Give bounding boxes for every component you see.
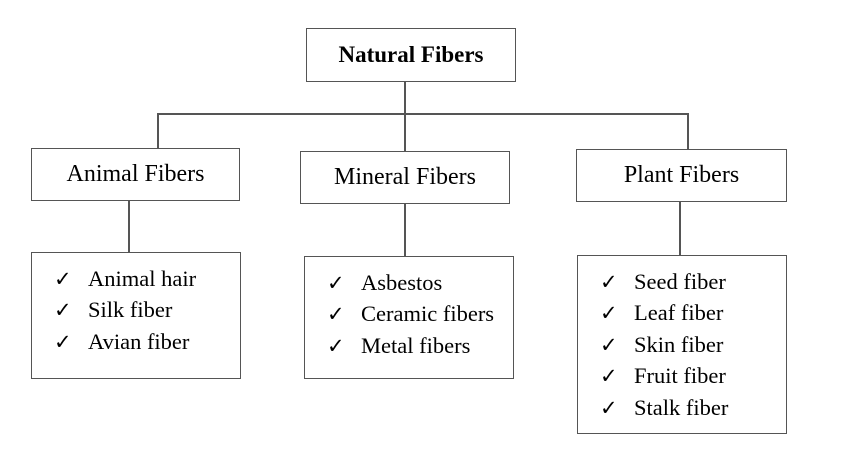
check-icon: ✓ [600, 395, 618, 420]
category-node-animal: Animal Fibers [31, 148, 240, 201]
list-item-label: Ceramic fibers [361, 301, 495, 327]
list-item: ✓ Skin fiber [600, 329, 786, 361]
check-icon: ✓ [600, 269, 618, 294]
list-line-plant [679, 202, 681, 255]
list-item: ✓ Leaf fiber [600, 298, 786, 330]
list-item: ✓ Stalk fiber [600, 392, 786, 424]
list-item-label: Stalk fiber [634, 394, 729, 420]
list-item-label: Animal hair [88, 265, 197, 291]
list-item: ✓ Ceramic fibers [327, 299, 513, 331]
check-icon: ✓ [600, 364, 618, 389]
list-item-label: Asbestos [361, 269, 443, 295]
category-label-mineral: Mineral Fibers [334, 164, 476, 190]
check-icon: ✓ [327, 302, 345, 327]
root-connector-line [404, 82, 406, 114]
list-item: ✓ Metal fibers [327, 330, 513, 362]
list-item: ✓ Avian fiber [54, 326, 240, 358]
list-item: ✓ Animal hair [54, 263, 240, 295]
list-item: ✓ Fruit fiber [600, 361, 786, 393]
check-icon: ✓ [54, 329, 72, 354]
item-list-plant: ✓ Seed fiber ✓ Leaf fiber ✓ Skin fiber ✓ Fru… [577, 255, 787, 434]
category-label-animal: Animal Fibers [66, 161, 205, 187]
check-icon: ✓ [327, 333, 345, 358]
list-item-label: Skin fiber [634, 331, 724, 357]
branch-line-plant [687, 113, 689, 149]
list-item: ✓ Seed fiber [600, 266, 786, 298]
list-item-label: Metal fibers [361, 332, 471, 358]
list-item: ✓ Asbestos [327, 267, 513, 299]
list-item-label: Avian fiber [88, 328, 190, 354]
root-node-natural-fibers: Natural Fibers [306, 28, 516, 82]
category-label-plant: Plant Fibers [623, 162, 740, 188]
root-node-label: Natural Fibers [338, 42, 484, 67]
item-list-mineral: ✓ Asbestos ✓ Ceramic fibers ✓ Metal fibers [304, 256, 514, 379]
branch-horizontal-line [157, 113, 688, 115]
check-icon: ✓ [600, 332, 618, 357]
check-icon: ✓ [54, 298, 72, 323]
branch-line-mineral [404, 113, 406, 151]
list-line-mineral [404, 204, 406, 256]
list-item-label: Silk fiber [88, 297, 173, 323]
list-line-animal [128, 201, 130, 252]
category-node-plant: Plant Fibers [576, 149, 787, 202]
list-item-label: Fruit fiber [634, 363, 726, 389]
branch-line-animal [157, 113, 159, 148]
list-item: ✓ Silk fiber [54, 295, 240, 327]
item-list-animal: ✓ Animal hair ✓ Silk fiber ✓ Avian fiber [31, 252, 241, 379]
list-item-label: Seed fiber [634, 268, 726, 294]
check-icon: ✓ [54, 266, 72, 291]
category-node-mineral: Mineral Fibers [300, 151, 510, 204]
check-icon: ✓ [600, 301, 618, 326]
list-item-label: Leaf fiber [634, 300, 724, 326]
check-icon: ✓ [327, 270, 345, 295]
